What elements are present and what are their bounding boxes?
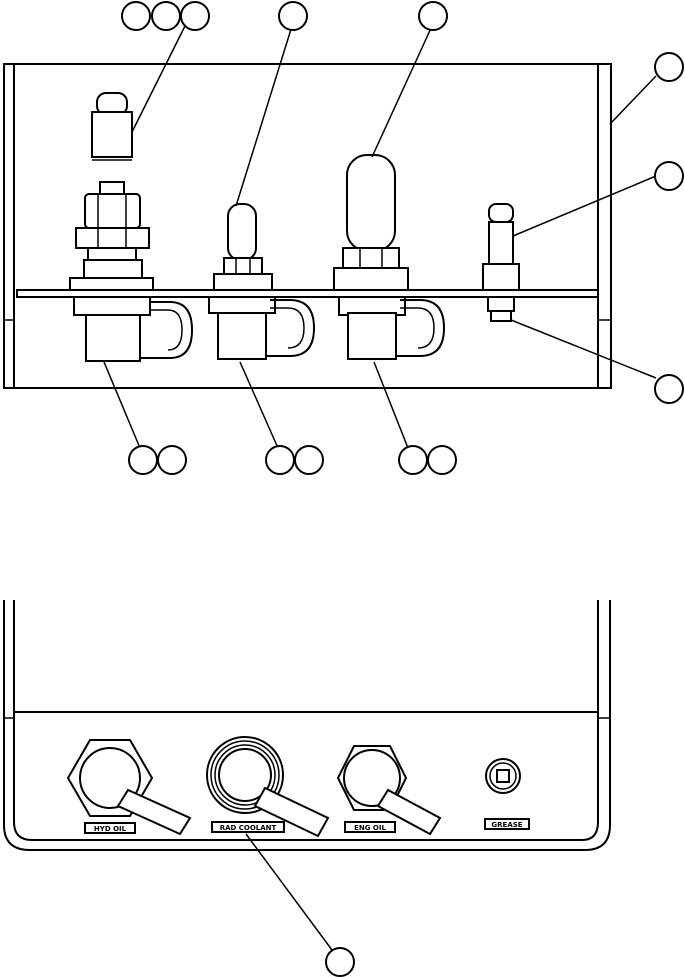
eng-oil-fitting <box>333 154 446 360</box>
hyd-oil-fitting <box>69 92 194 362</box>
eng-oil-tag <box>344 821 396 833</box>
callout-circle <box>157 445 187 475</box>
grease-label: GREASE <box>491 821 522 829</box>
rad-coolant-fitting <box>208 203 316 360</box>
hyd-oil-cap: HYD OIL <box>66 739 192 836</box>
callout-circle <box>654 374 684 404</box>
hyd-oil-tag <box>84 822 136 834</box>
callout-circle <box>427 445 457 475</box>
callout-circle <box>265 445 295 475</box>
bottom-frame-outer <box>3 600 611 851</box>
grease-cap: GREASE <box>484 758 530 830</box>
top-view <box>3 1 684 475</box>
callout-circle <box>398 445 428 475</box>
callout-circle <box>654 161 684 191</box>
top-panel-frame <box>3 63 612 389</box>
callout-circle <box>180 1 210 31</box>
rad-coolant-cap: RAD COOLANT <box>206 736 330 838</box>
callout-circle <box>325 947 355 977</box>
rad-coolant-tag <box>211 821 285 833</box>
bottom-frame-inner <box>13 600 599 841</box>
rad-coolant-label: RAD COOLANT <box>220 824 277 832</box>
callout-circle <box>151 1 181 31</box>
eng-oil-cap: ENG OIL <box>336 745 442 836</box>
hyd-oil-label: HYD OIL <box>94 825 127 833</box>
callout-circle <box>128 445 158 475</box>
grease-tag <box>484 818 530 830</box>
eng-oil-label: ENG OIL <box>354 824 386 832</box>
callout-circle <box>121 1 151 31</box>
callout-circle <box>278 1 308 31</box>
callout-circle <box>294 445 324 475</box>
mounting-plate <box>16 289 599 298</box>
callout-circle <box>654 52 684 82</box>
bottom-view: HYD OIL RAD COOLANT ENG OIL GREASE <box>3 600 611 977</box>
callout-circle <box>418 1 448 31</box>
grease-fitting <box>482 203 520 322</box>
